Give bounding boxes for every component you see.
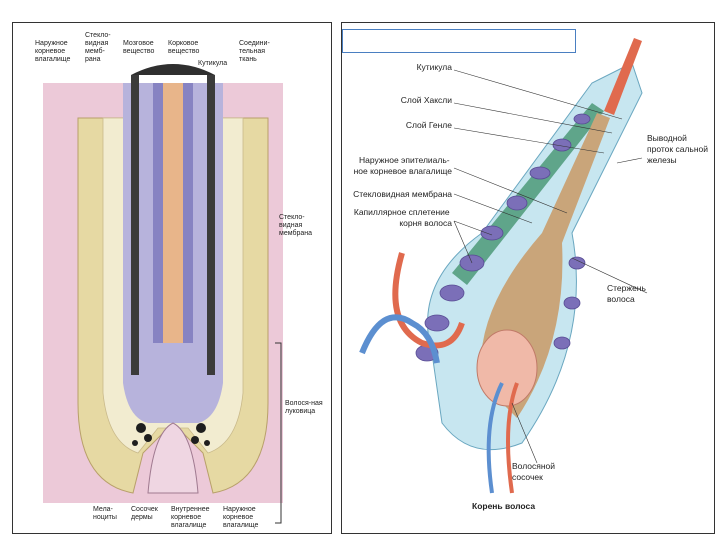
melanocytes-cluster	[132, 423, 210, 446]
label-inner-root-sheath: Внутреннее корневое влагалище	[171, 506, 212, 529]
label-sebaceous-duct: Выводной проток сальной железы	[647, 133, 710, 165]
hair-follicle-longitudinal-section: Наружное корневое влагалище Стекло- видн…	[35, 32, 325, 529]
label-hair-papilla: Волосяной сосочек	[512, 461, 557, 482]
vein-lower	[486, 382, 504, 494]
label-hair-root: Корень волоса	[472, 501, 535, 511]
hair-tip	[131, 64, 215, 75]
cuticle-right	[207, 75, 215, 375]
label-outer-epithelial-sheath: Наружное эпителиаль- ное корневое влагал…	[354, 155, 453, 176]
label-cortex: Корковое вещество	[168, 40, 200, 55]
label-capillary-plexus: Капиллярное сплетение корня волоса	[354, 207, 452, 228]
artery-lower	[506, 382, 519, 494]
label-outer-root-sheath-bottom: Наружное корневое влагалище	[223, 506, 259, 529]
hair-shaft-tip	[604, 38, 642, 115]
label-medulla: Мозговое вещество	[123, 40, 156, 55]
label-cuticle: Кутикула	[198, 60, 227, 67]
label-henle-layer: Слой Генле	[406, 120, 452, 130]
right-diagram-panel: Кутикула Слой Хаксли Слой Генле Наружное…	[341, 22, 715, 534]
title-box	[342, 29, 576, 53]
vein	[359, 314, 440, 364]
leader-lines	[453, 69, 648, 464]
cuticle-left	[131, 75, 139, 375]
left-diagram-panel: Наружное корневое влагалище Стекло- видн…	[12, 22, 332, 534]
medulla-core	[163, 83, 183, 343]
hair-root-3d-diagram: Кутикула Слой Хаксли Слой Генле Наружное…	[353, 38, 710, 511]
label-glassy-membrane-side: Стекло- видная мембрана	[279, 214, 312, 237]
artery	[392, 252, 465, 349]
dermal-papilla-shape	[147, 422, 199, 494]
label-hair-bulb: Волося-ная луковица	[285, 400, 325, 415]
label-connective-tissue: Соедини- тельная ткань	[239, 40, 272, 63]
label-melanocytes: Мела- ноциты	[93, 506, 117, 521]
label-outer-root-sheath-top: Наружное корневое влагалище	[35, 40, 71, 63]
label-dermal-papilla: Сосочек дермы	[131, 506, 160, 521]
hair-papilla-shape	[476, 329, 538, 407]
label-huxley-layer: Слой Хаксли	[401, 95, 452, 105]
hair-bulb-bracket	[275, 342, 282, 524]
label-cuticle: Кутикула	[417, 62, 453, 72]
label-glassy-membrane: Стекловидная мембрана	[353, 189, 452, 199]
label-glassy-membrane-top: Стекло- видная мемб- рана	[85, 32, 113, 63]
label-hair-shaft: Стержень волоса	[607, 283, 648, 304]
